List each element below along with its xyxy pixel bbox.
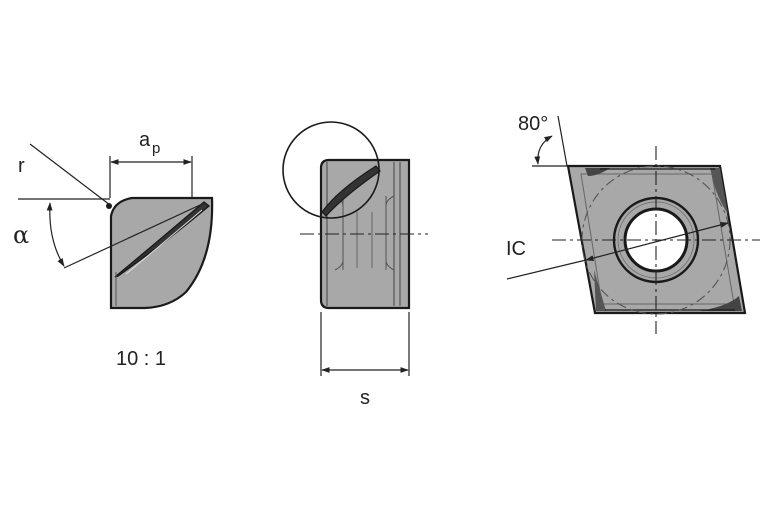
insert-angle-arc: [534, 135, 553, 165]
detail-callout-circle: [282, 121, 380, 219]
depth-of-cut-subscript: p: [152, 140, 160, 157]
side-cutting-edge: [321, 165, 381, 217]
scale-label: 10 : 1: [116, 348, 166, 370]
depth-of-cut-label: a: [139, 129, 151, 151]
side-view: s: [282, 121, 428, 409]
radius-label: r: [18, 155, 25, 177]
insert-angle-label: 80°: [518, 113, 548, 135]
angle-arc: [46, 202, 65, 267]
top-view: 80° IC: [506, 113, 760, 334]
angle-reference-line: [63, 204, 201, 269]
inscribed-circle-label: IC: [506, 238, 526, 260]
detail-cutting-edge: [114, 201, 211, 278]
thickness-label: s: [360, 387, 370, 409]
detail-view: r a p α 10 : 1: [13, 129, 214, 370]
detail-insert-body: [109, 196, 214, 310]
corner-tip: [106, 203, 112, 209]
radius-leader-line: [29, 143, 111, 206]
angle-label: α: [13, 221, 29, 249]
ic-dimension: [585, 222, 729, 261]
